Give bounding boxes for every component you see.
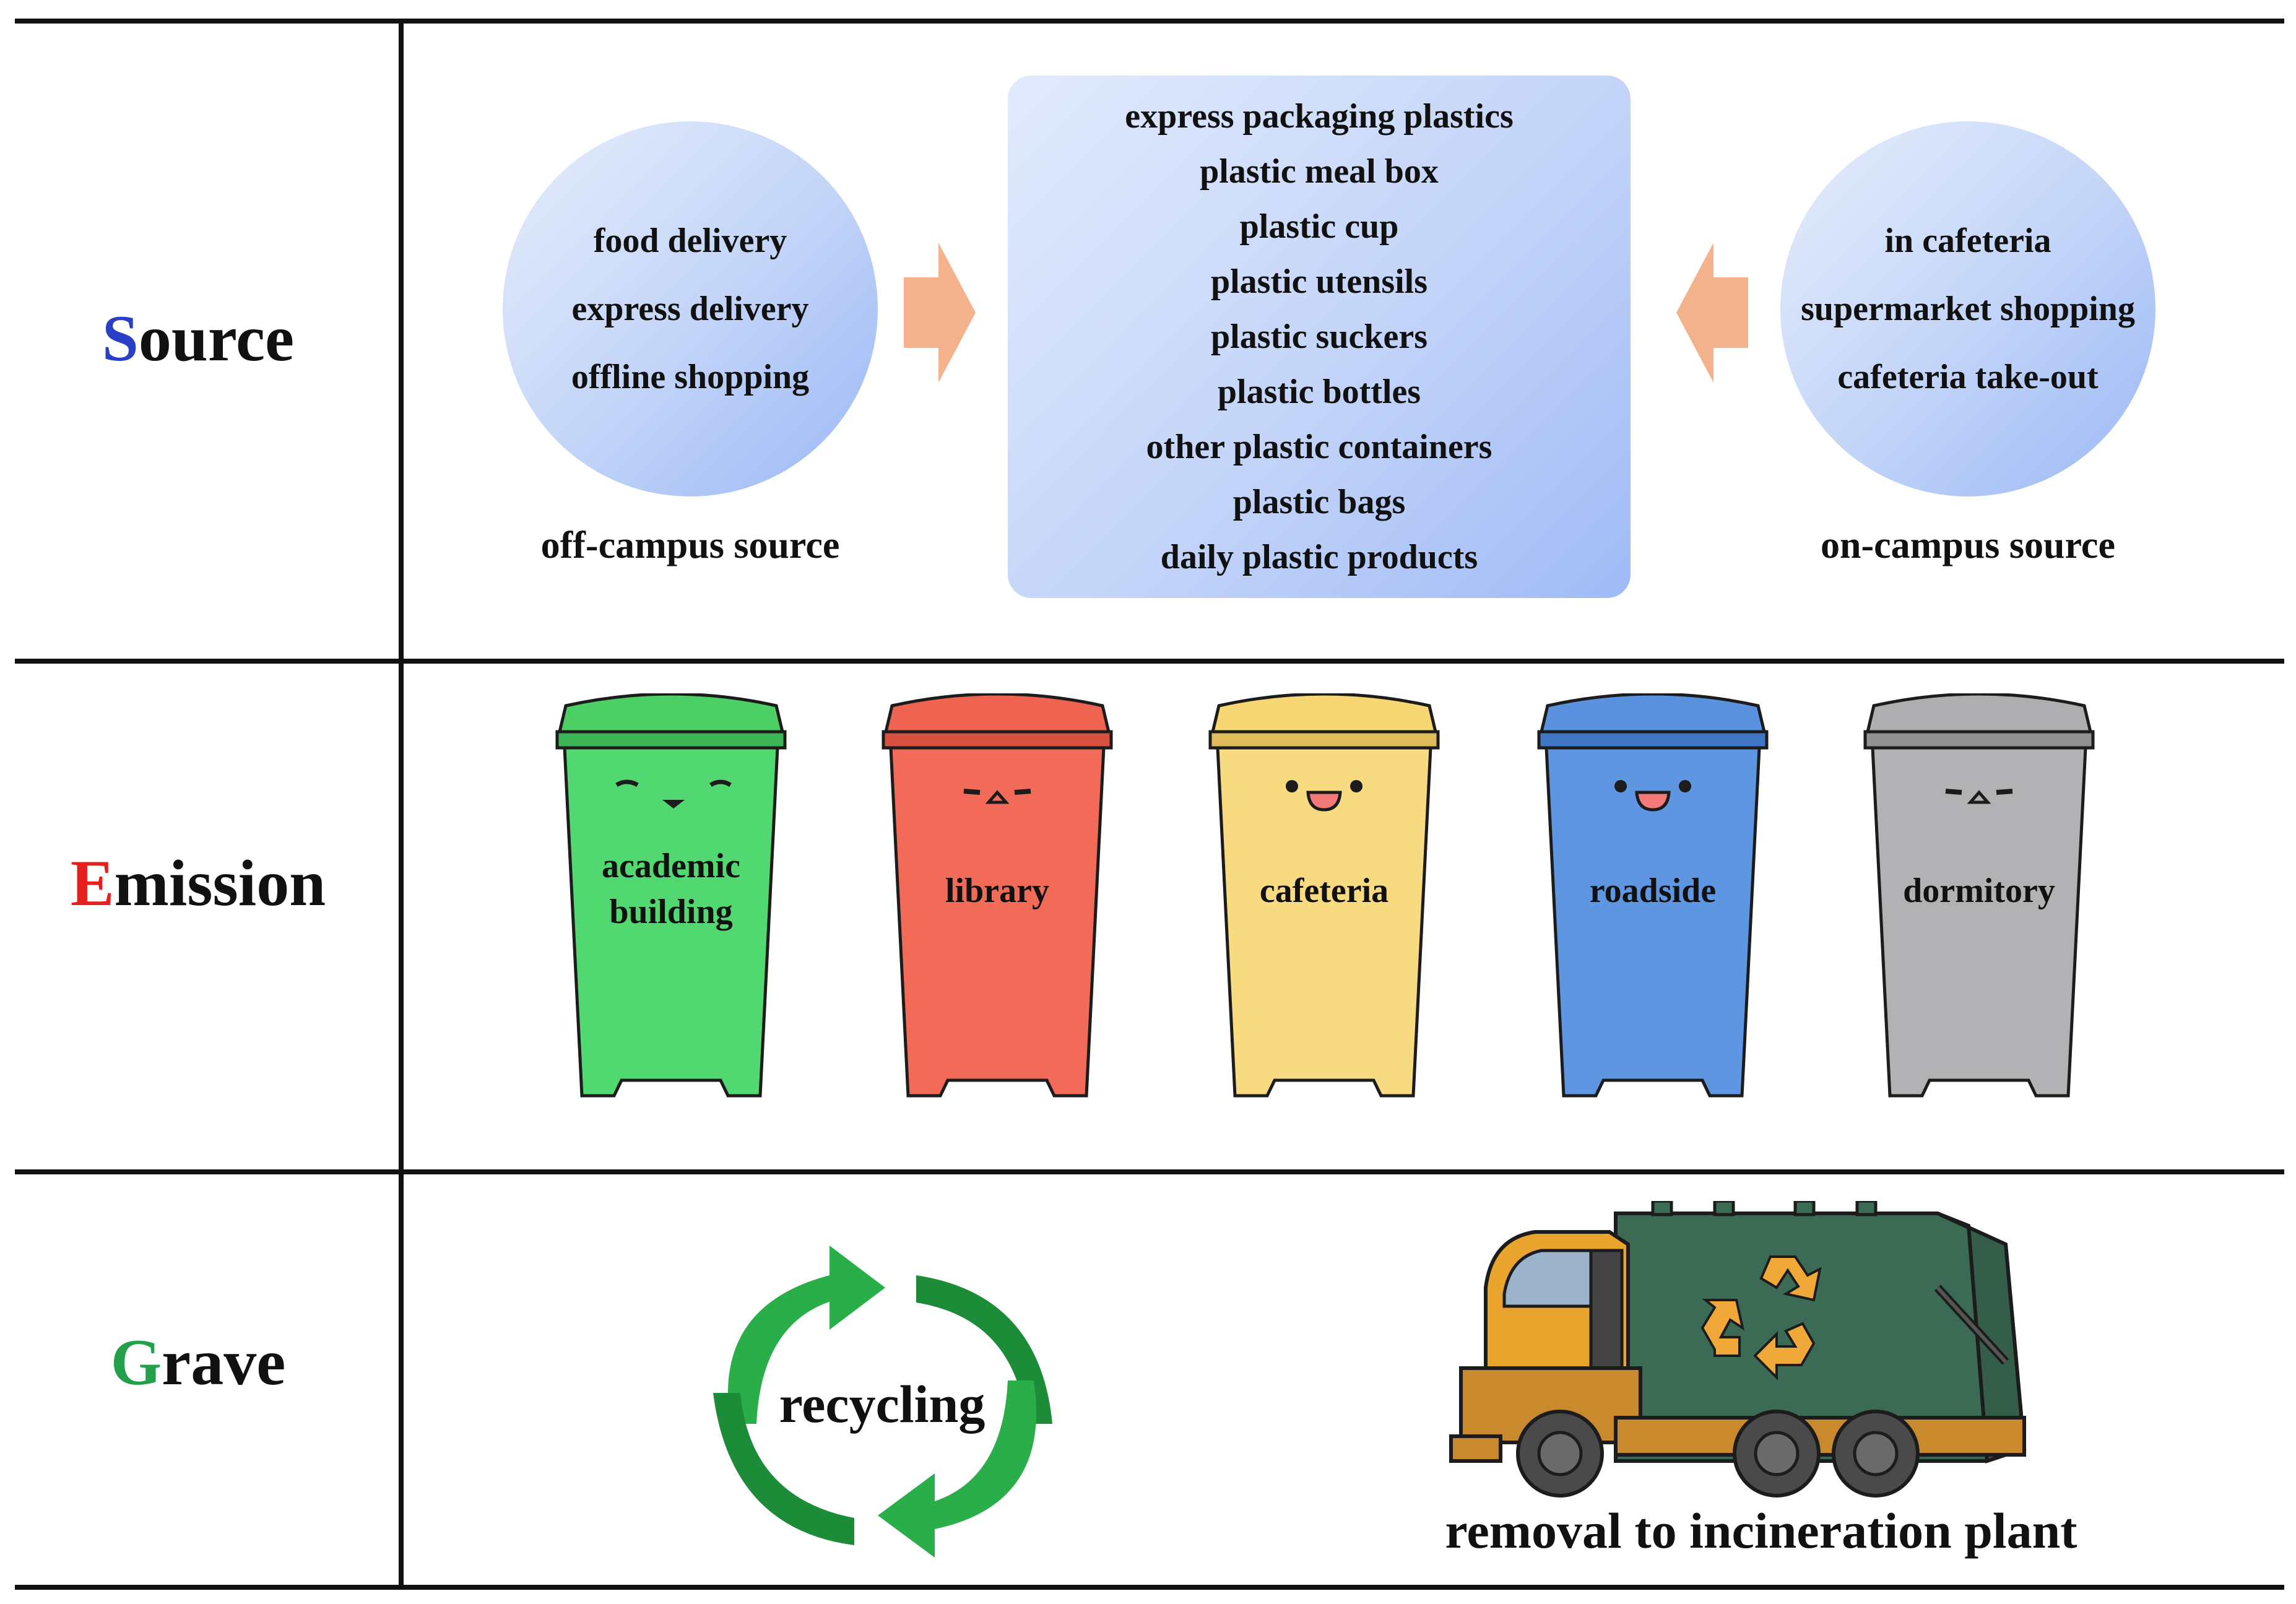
plastic-type-item: plastic cup	[1239, 207, 1399, 246]
emission-grave-divider	[15, 1169, 2284, 1174]
bottom-rule	[15, 1585, 2284, 1590]
bin-label-line: academic	[602, 847, 740, 885]
right-arrow-icon	[904, 243, 976, 383]
on-campus-item: in cafeteria	[1884, 222, 2051, 260]
plastic-types-box: express packaging plastics plastic meal …	[1008, 76, 1631, 598]
bin-label-library: library	[945, 872, 1049, 910]
stage-source-initial: S	[102, 302, 139, 375]
top-rule	[15, 19, 2284, 24]
bin-label-line: building	[609, 893, 733, 931]
plastic-type-item: plastic meal box	[1200, 152, 1439, 191]
bin-label-roadside: roadside	[1589, 872, 1717, 910]
plastic-type-item: daily plastic products	[1160, 537, 1478, 576]
bin-label-academic-building: academic building	[547, 843, 795, 935]
plastic-type-item: plastic utensils	[1210, 262, 1428, 301]
left-arrow-icon	[1676, 243, 1748, 383]
stage-emission-rest: mission	[114, 847, 326, 919]
plastic-type-item: plastic bottles	[1217, 372, 1421, 411]
bin-label-dormitory: dormitory	[1903, 872, 2055, 910]
bin-label-cafeteria: cafeteria	[1259, 872, 1389, 910]
source-emission-divider	[15, 659, 2284, 664]
off-campus-caption: off-campus source	[540, 524, 840, 566]
recycling-label: recycling	[779, 1374, 986, 1434]
recycling-cycle-icon	[713, 1246, 1052, 1558]
plastic-type-item: express packaging plastics	[1125, 97, 1514, 136]
plastic-type-item: other plastic containers	[1146, 427, 1492, 466]
plastic-type-item: plastic suckers	[1211, 317, 1427, 356]
off-campus-circle: food delivery express delivery offline s…	[503, 121, 878, 496]
blue-bin-icon	[1537, 693, 1769, 1098]
stage-source-label: Source	[37, 301, 359, 376]
on-campus-item: supermarket shopping	[1801, 290, 2135, 328]
yellow-bin-icon	[1208, 693, 1440, 1098]
on-campus-caption: on-campus source	[1821, 524, 2115, 566]
removal-label: removal to incineration plant	[1445, 1502, 2077, 1559]
off-campus-item: offline shopping	[571, 358, 810, 396]
stage-source-rest: ource	[138, 302, 295, 375]
off-campus-item: express delivery	[571, 290, 809, 328]
stage-emission-initial: E	[70, 847, 115, 919]
on-campus-item: cafeteria take-out	[1837, 358, 2099, 396]
garbage-truck-icon	[1449, 1201, 2027, 1498]
plastic-type-item: plastic bags	[1232, 482, 1406, 521]
gray-bin-icon	[1863, 693, 2095, 1098]
stage-column-divider	[399, 22, 404, 1590]
red-bin-icon	[882, 693, 1113, 1098]
on-campus-circle: in cafeteria supermarket shopping cafete…	[1780, 121, 2155, 496]
stage-grave-rest: rave	[162, 1326, 286, 1398]
stage-emission-label: Emission	[37, 846, 359, 921]
stage-grave-initial: G	[110, 1326, 162, 1398]
stage-grave-label: Grave	[37, 1325, 359, 1400]
off-campus-item: food delivery	[593, 222, 787, 260]
green-bin-icon	[555, 693, 787, 1098]
